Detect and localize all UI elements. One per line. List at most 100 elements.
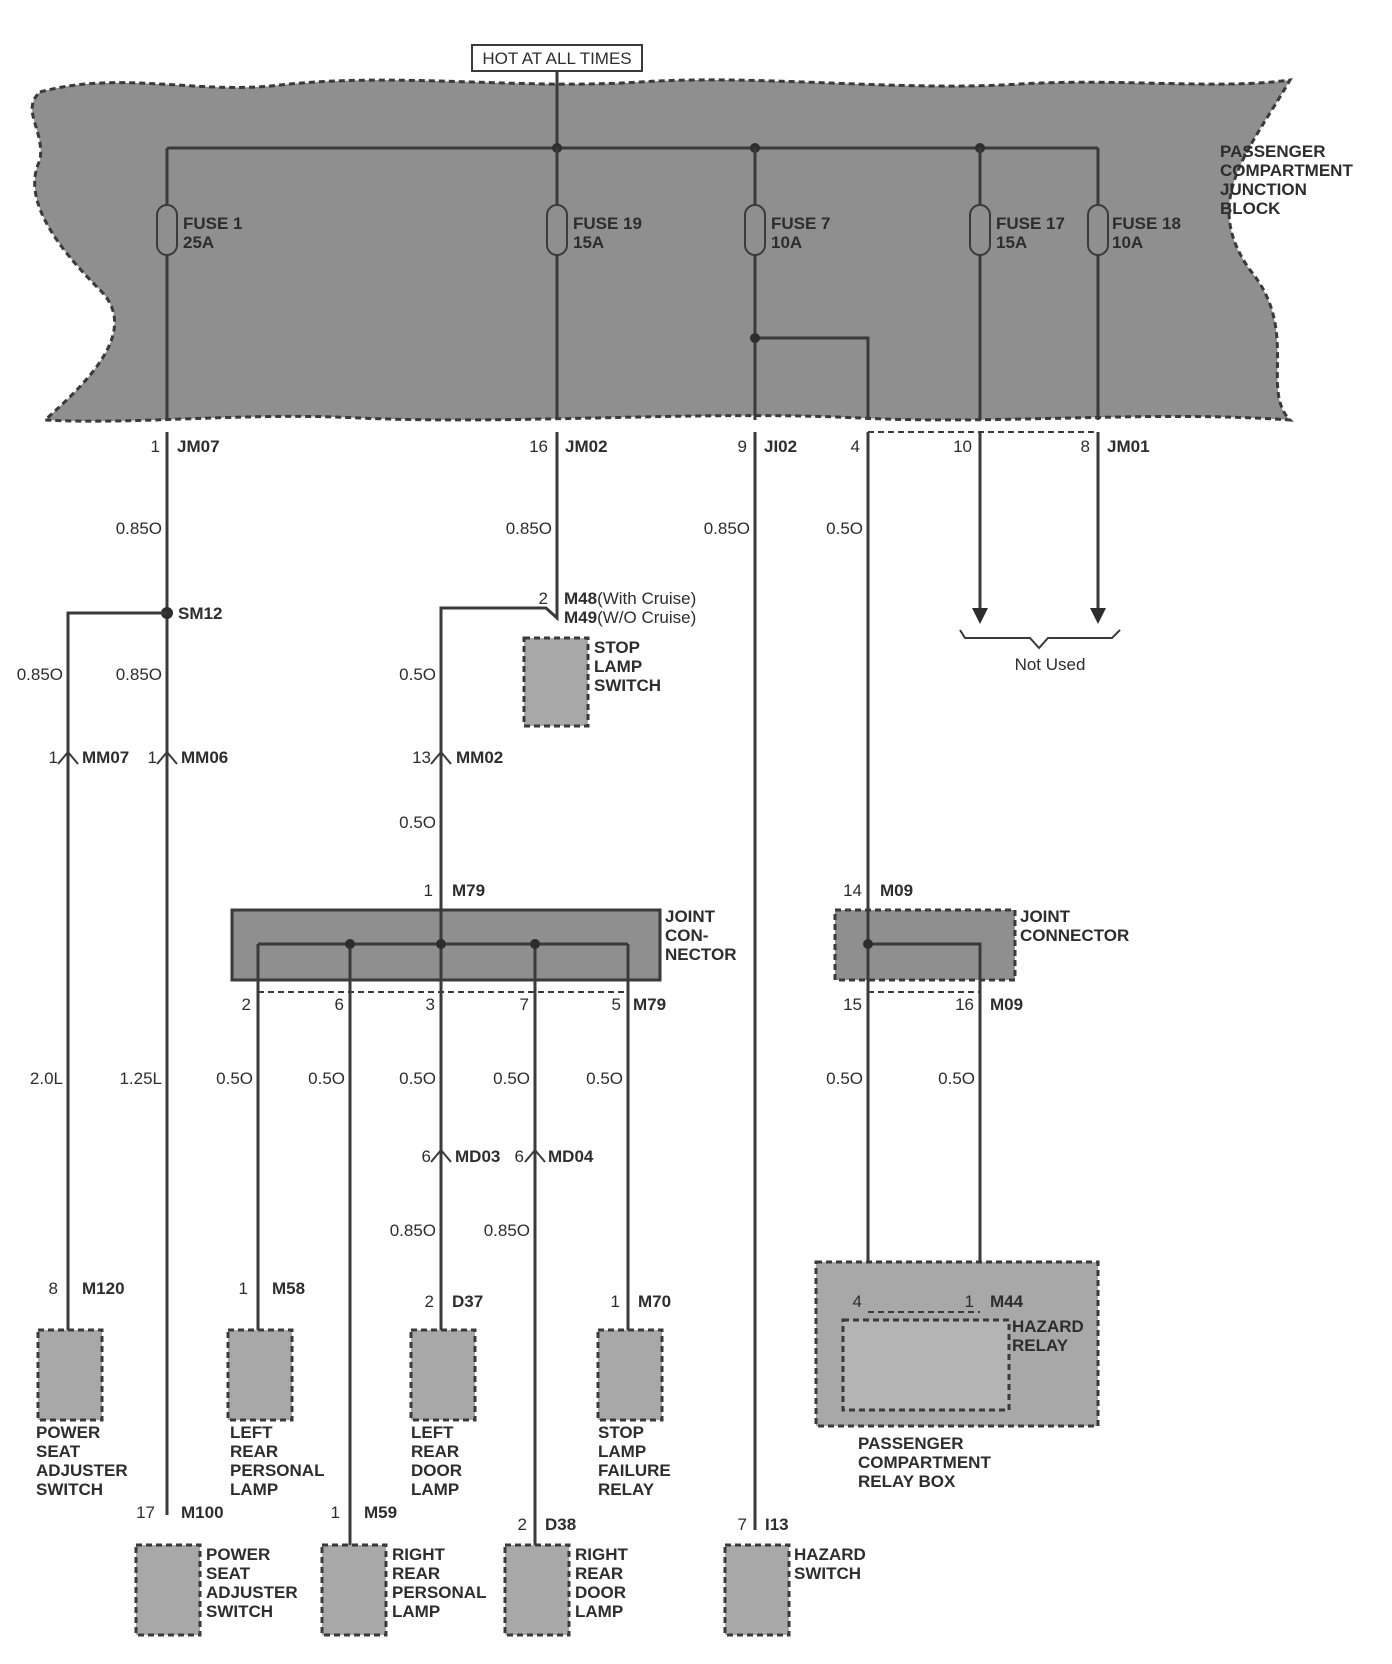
wire-label: 0.85O xyxy=(116,519,162,538)
component-left-rear-personal-lamp: 1 M58 LEFT REAR PERSONAL LAMP xyxy=(226,1279,324,1499)
junction-block-label-1: PASSENGER xyxy=(1220,142,1326,161)
svg-text:RIGHT: RIGHT xyxy=(575,1545,629,1564)
jb-connector-jm07: JM07 xyxy=(177,437,220,456)
fuse-17-symbol xyxy=(969,204,991,256)
component-right-rear-personal-lamp: 1 M59 RIGHT REAR PERSONAL LAMP xyxy=(320,1503,486,1637)
fuse-18-rating: 10A xyxy=(1112,233,1143,252)
svg-text:LAMP: LAMP xyxy=(392,1602,440,1621)
wire-label: 0.85O xyxy=(390,1221,436,1240)
wire-label: 0.85O xyxy=(704,519,750,538)
svg-text:D38: D38 xyxy=(545,1515,576,1534)
m79-junction-dot xyxy=(436,939,446,949)
connector-mm07-symbol xyxy=(57,750,79,765)
svg-text:POWER: POWER xyxy=(36,1423,100,1442)
jb-pin-1: 1 xyxy=(151,437,160,456)
passenger-compartment-relay-box: 4 1 M44 HAZARD RELAY PASSENGER COMPARTME… xyxy=(814,1260,1100,1491)
not-used-label: Not Used xyxy=(1015,655,1086,674)
m79-output-pin: 6 xyxy=(335,995,344,1014)
fuse-1-rating: 25A xyxy=(183,233,214,252)
m79-output-pin: 2 xyxy=(242,995,251,1014)
svg-text:DOOR: DOOR xyxy=(411,1461,462,1480)
inline-pin: 6 xyxy=(515,1147,524,1166)
jb-pin-10: 10 xyxy=(953,437,972,456)
wire-label: 0.5O xyxy=(216,1069,253,1088)
wire-label: 0.5O xyxy=(826,519,863,538)
fuse-19-symbol xyxy=(546,204,568,256)
component-power-seat-adjuster-switch-2: 17 M100 POWER SEAT ADJUSTER SWITCH xyxy=(134,1503,298,1637)
wire-label: 0.85O xyxy=(484,1221,530,1240)
svg-text:I13: I13 xyxy=(765,1515,789,1534)
inline-connector-md04: MD04 xyxy=(548,1147,594,1166)
wire-label: 0.5O xyxy=(938,1069,975,1088)
svg-text:FAILURE: FAILURE xyxy=(598,1461,671,1480)
svg-text:7: 7 xyxy=(738,1515,747,1534)
wire-label: 0.5O xyxy=(399,665,436,684)
svg-text:DOOR: DOOR xyxy=(575,1583,626,1602)
inline-pin: 1 xyxy=(148,748,157,767)
sm12-branch-wire xyxy=(66,611,167,1330)
fuse-7-branch-wire xyxy=(755,336,870,420)
m79-output-name: M79 xyxy=(633,995,666,1014)
fuse-7-symbol xyxy=(744,204,766,256)
m09-output-pin: 16 xyxy=(955,995,974,1014)
component-right-rear-door-lamp: 2 D38 RIGHT REAR DOOR LAMP xyxy=(503,1515,629,1637)
component-left-rear-door-lamp: 2 D37 LEFT REAR DOOR LAMP xyxy=(409,1292,483,1499)
wire-label: 0.5O xyxy=(308,1069,345,1088)
component-power-seat-adjuster-switch-1: 8 M120 POWER SEAT ADJUSTER SWITCH xyxy=(36,1279,128,1499)
svg-text:COMPARTMENT: COMPARTMENT xyxy=(858,1453,991,1472)
wire-label: 1.25L xyxy=(119,1069,162,1088)
svg-text:PASSENGER: PASSENGER xyxy=(858,1434,964,1453)
jb-pin-8: 8 xyxy=(1081,437,1090,456)
stop-lamp-switch-box xyxy=(522,636,590,728)
svg-text:LEFT: LEFT xyxy=(411,1423,454,1442)
fuse-19-name: FUSE 19 xyxy=(573,214,642,233)
fuse-18-name: FUSE 18 xyxy=(1112,214,1181,233)
jb-pin-9: 9 xyxy=(738,437,747,456)
svg-text:LAMP: LAMP xyxy=(575,1602,623,1621)
wire-label: 0.5O xyxy=(399,813,436,832)
joint-connector-m79-title-3: NECTOR xyxy=(665,945,736,964)
svg-text:2: 2 xyxy=(425,1292,434,1311)
wire-label: 0.5O xyxy=(493,1069,530,1088)
svg-text:HAZARD: HAZARD xyxy=(1012,1317,1084,1336)
fuse-17-name: FUSE 17 xyxy=(996,214,1065,233)
svg-text:1: 1 xyxy=(611,1292,620,1311)
stop-lamp-switch-label-3: SWITCH xyxy=(594,676,661,695)
splice-sm12-label: SM12 xyxy=(178,604,222,623)
inline-connector-mm07: MM07 xyxy=(82,748,129,767)
jb-connector-jm02: JM02 xyxy=(565,437,608,456)
m09-input-pin: 14 xyxy=(843,881,862,900)
stop-lamp-connector-m49: M49(W/O Cruise) xyxy=(564,608,696,627)
m09-junction-dot xyxy=(863,939,873,949)
svg-text:SWITCH: SWITCH xyxy=(36,1480,103,1499)
jb-pin-4: 4 xyxy=(851,437,860,456)
svg-text:HAZARD: HAZARD xyxy=(794,1545,866,1564)
inline-connector-md03: MD03 xyxy=(455,1147,500,1166)
fuse-7-name: FUSE 7 xyxy=(771,214,831,233)
svg-text:LAMP: LAMP xyxy=(411,1480,459,1499)
not-used-arrow-8 xyxy=(1090,608,1106,624)
m79-output-pin: 7 xyxy=(520,995,529,1014)
jb-pin-16: 16 xyxy=(529,437,548,456)
svg-text:1: 1 xyxy=(239,1279,248,1298)
svg-text:4: 4 xyxy=(853,1292,862,1311)
svg-text:1: 1 xyxy=(965,1292,974,1311)
inline-connector-mm02: MM02 xyxy=(456,748,503,767)
joint-connector-m09-title-2: CONNECTOR xyxy=(1020,926,1129,945)
stop-lamp-switch-label-1: STOP xyxy=(594,638,640,657)
m79-input-name: M79 xyxy=(452,881,485,900)
m79-output-pin: 3 xyxy=(426,995,435,1014)
fuse-1-symbol xyxy=(156,204,178,256)
svg-text:SEAT: SEAT xyxy=(206,1564,251,1583)
connector-md03-symbol xyxy=(430,1148,452,1163)
svg-text:RELAY: RELAY xyxy=(1012,1336,1069,1355)
wire-label: 0.5O xyxy=(826,1069,863,1088)
m79-junction-dot xyxy=(530,939,540,949)
svg-text:REAR: REAR xyxy=(392,1564,440,1583)
jm02-wire xyxy=(439,432,559,902)
hot-at-all-times-label: HOT AT ALL TIMES xyxy=(482,49,631,68)
jb-connector-jm01: JM01 xyxy=(1107,437,1150,456)
svg-text:M70: M70 xyxy=(638,1292,671,1311)
m79-output-pin: 5 xyxy=(612,995,621,1014)
